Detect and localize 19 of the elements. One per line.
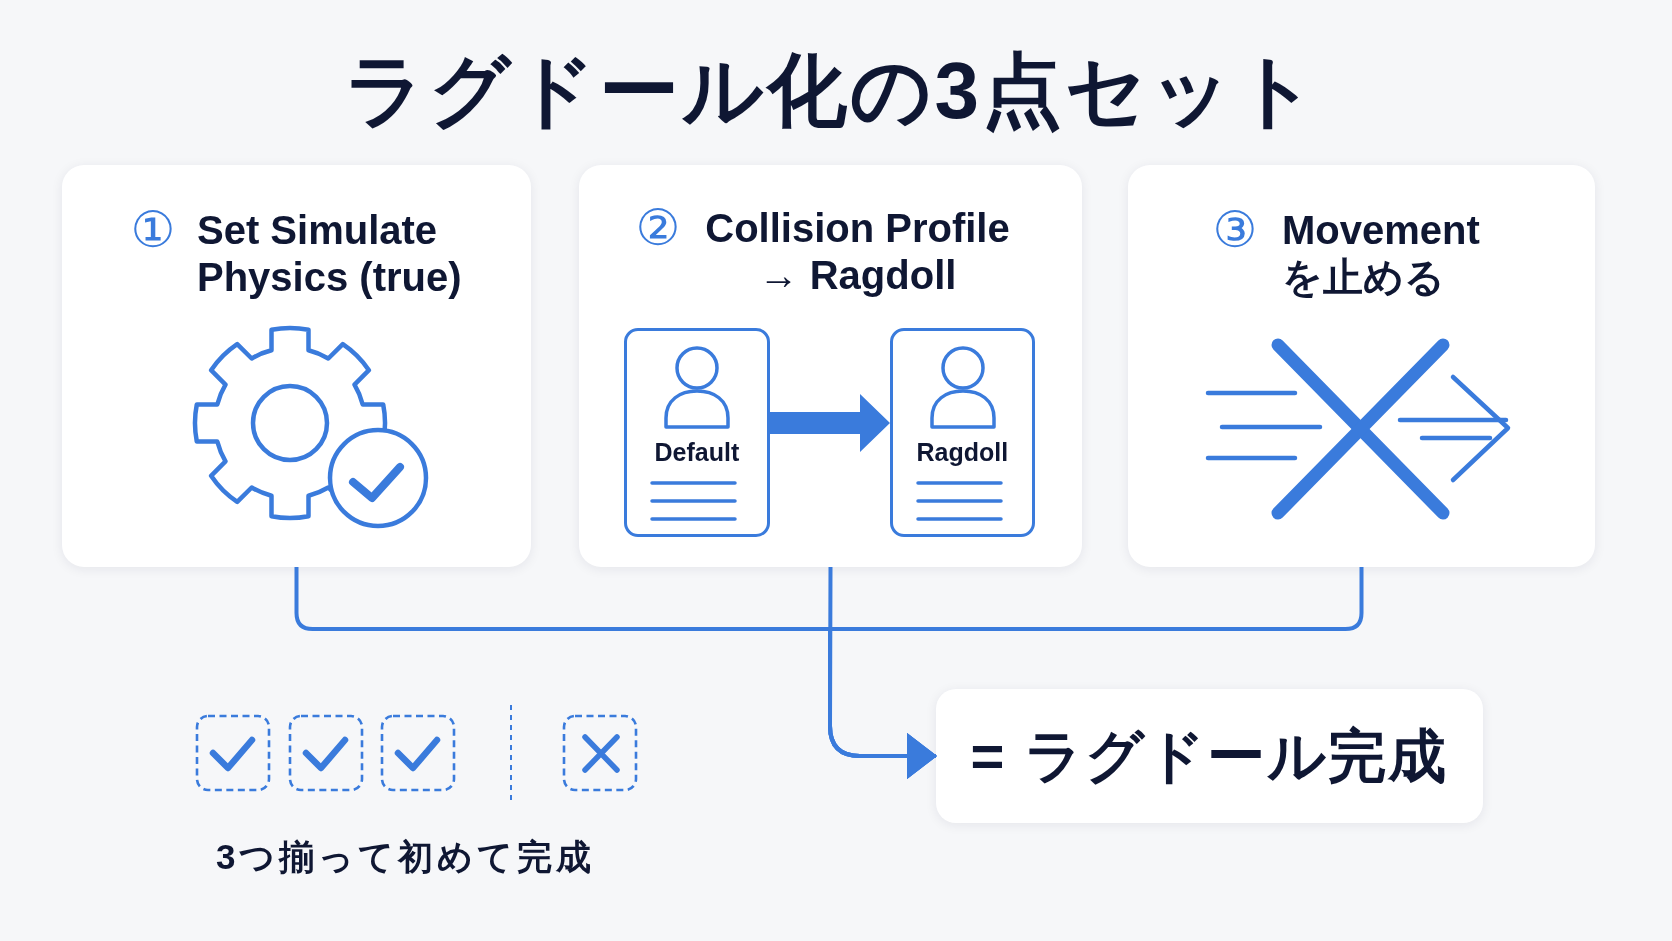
note-text: 3つ揃って初めて完成 (216, 836, 596, 878)
step-number: ③ (1212, 204, 1258, 256)
profile-card (890, 328, 1035, 537)
title: ラグドール化の3点セット (343, 45, 1320, 137)
step-number: ② (635, 202, 681, 254)
profile-label: Default (654, 437, 740, 468)
step-card (1128, 165, 1595, 567)
profile-card (624, 328, 770, 537)
result-text: = ラグドール完成 (970, 722, 1449, 790)
step-number: ① (130, 204, 176, 256)
step-heading: Movement を止める (1282, 207, 1481, 301)
step-card (62, 165, 531, 567)
connector-arrow (828, 567, 1364, 779)
block-arrow (770, 394, 890, 453)
profile-label: Ragdoll (916, 437, 1009, 468)
step-card (579, 165, 1082, 567)
result-box (936, 689, 1483, 823)
step-heading: Set Simulate Physics (true) (197, 207, 463, 301)
step-heading: Collision Profile → Ragdoll (704, 205, 1011, 299)
